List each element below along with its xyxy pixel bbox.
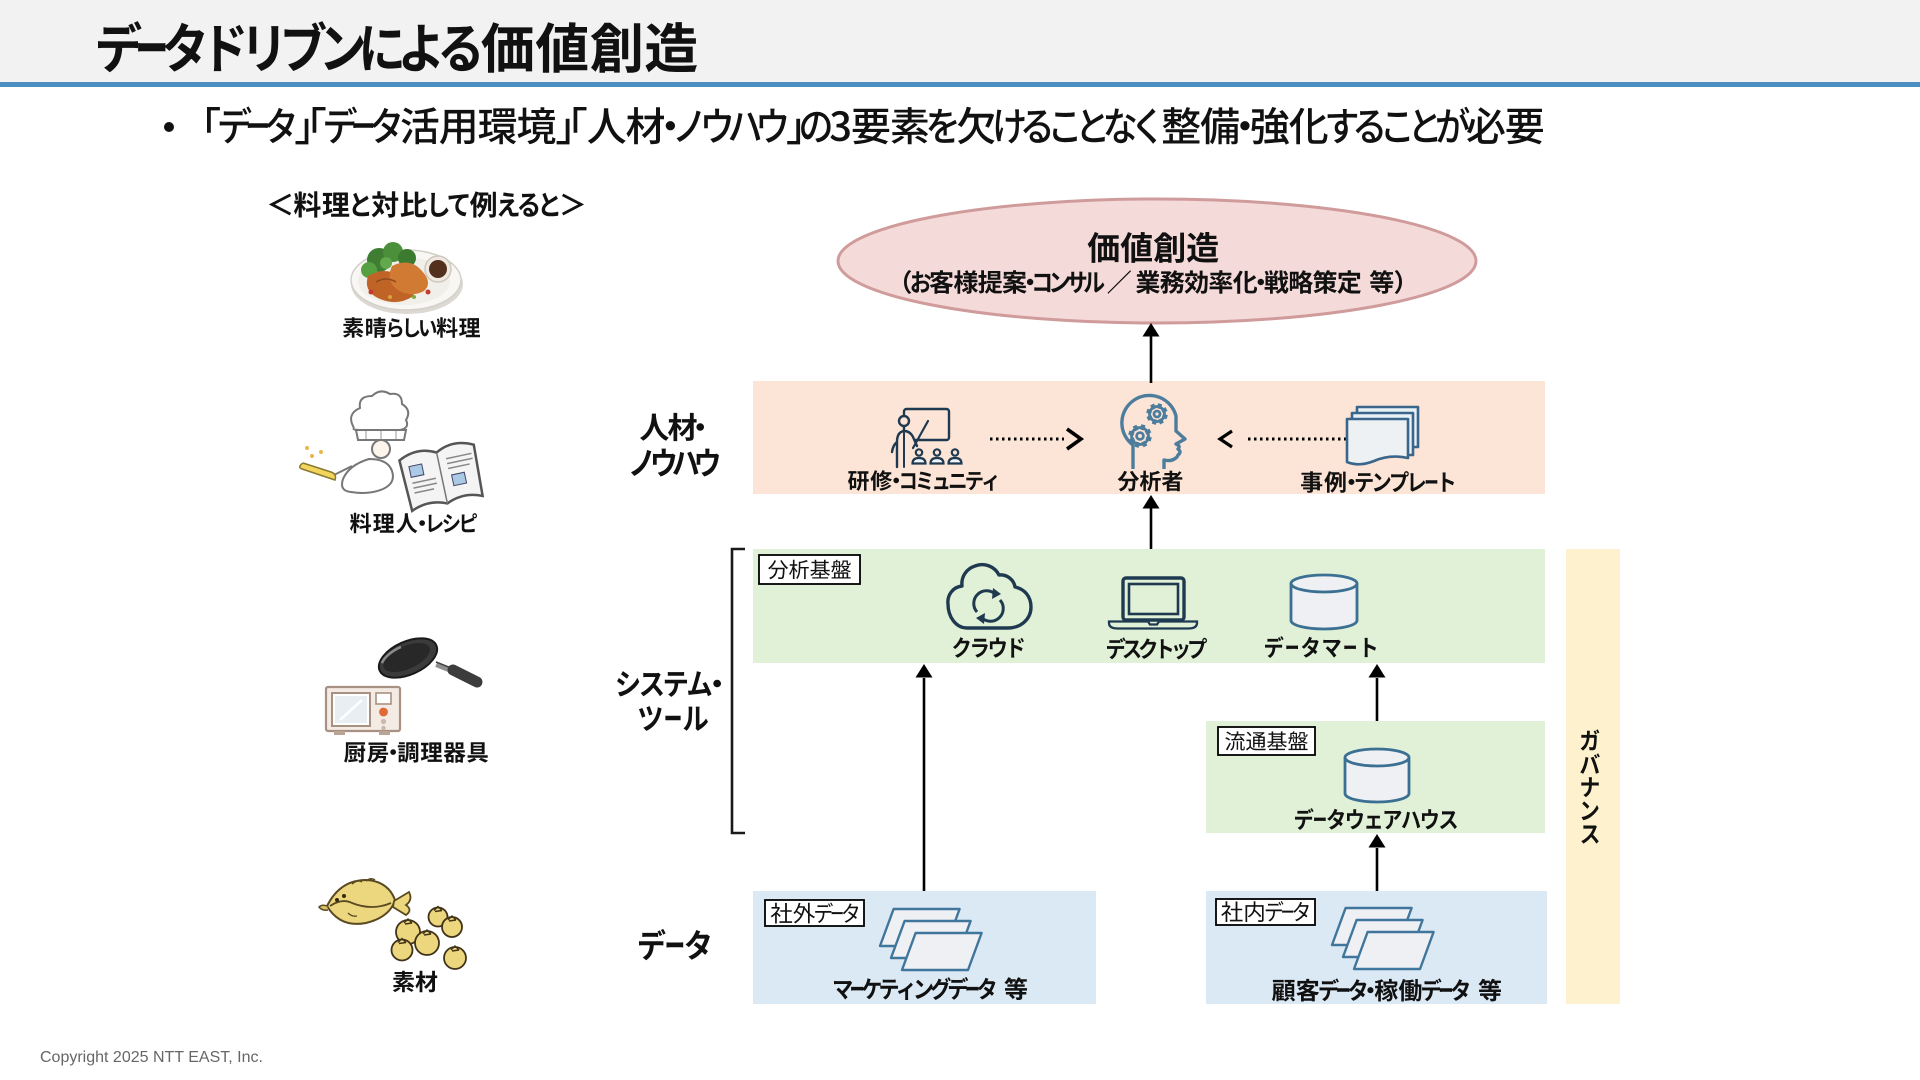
svg-text:Copyright 2025 NTT EAST, Inc.: Copyright 2025 NTT EAST, Inc.	[40, 1049, 263, 1066]
